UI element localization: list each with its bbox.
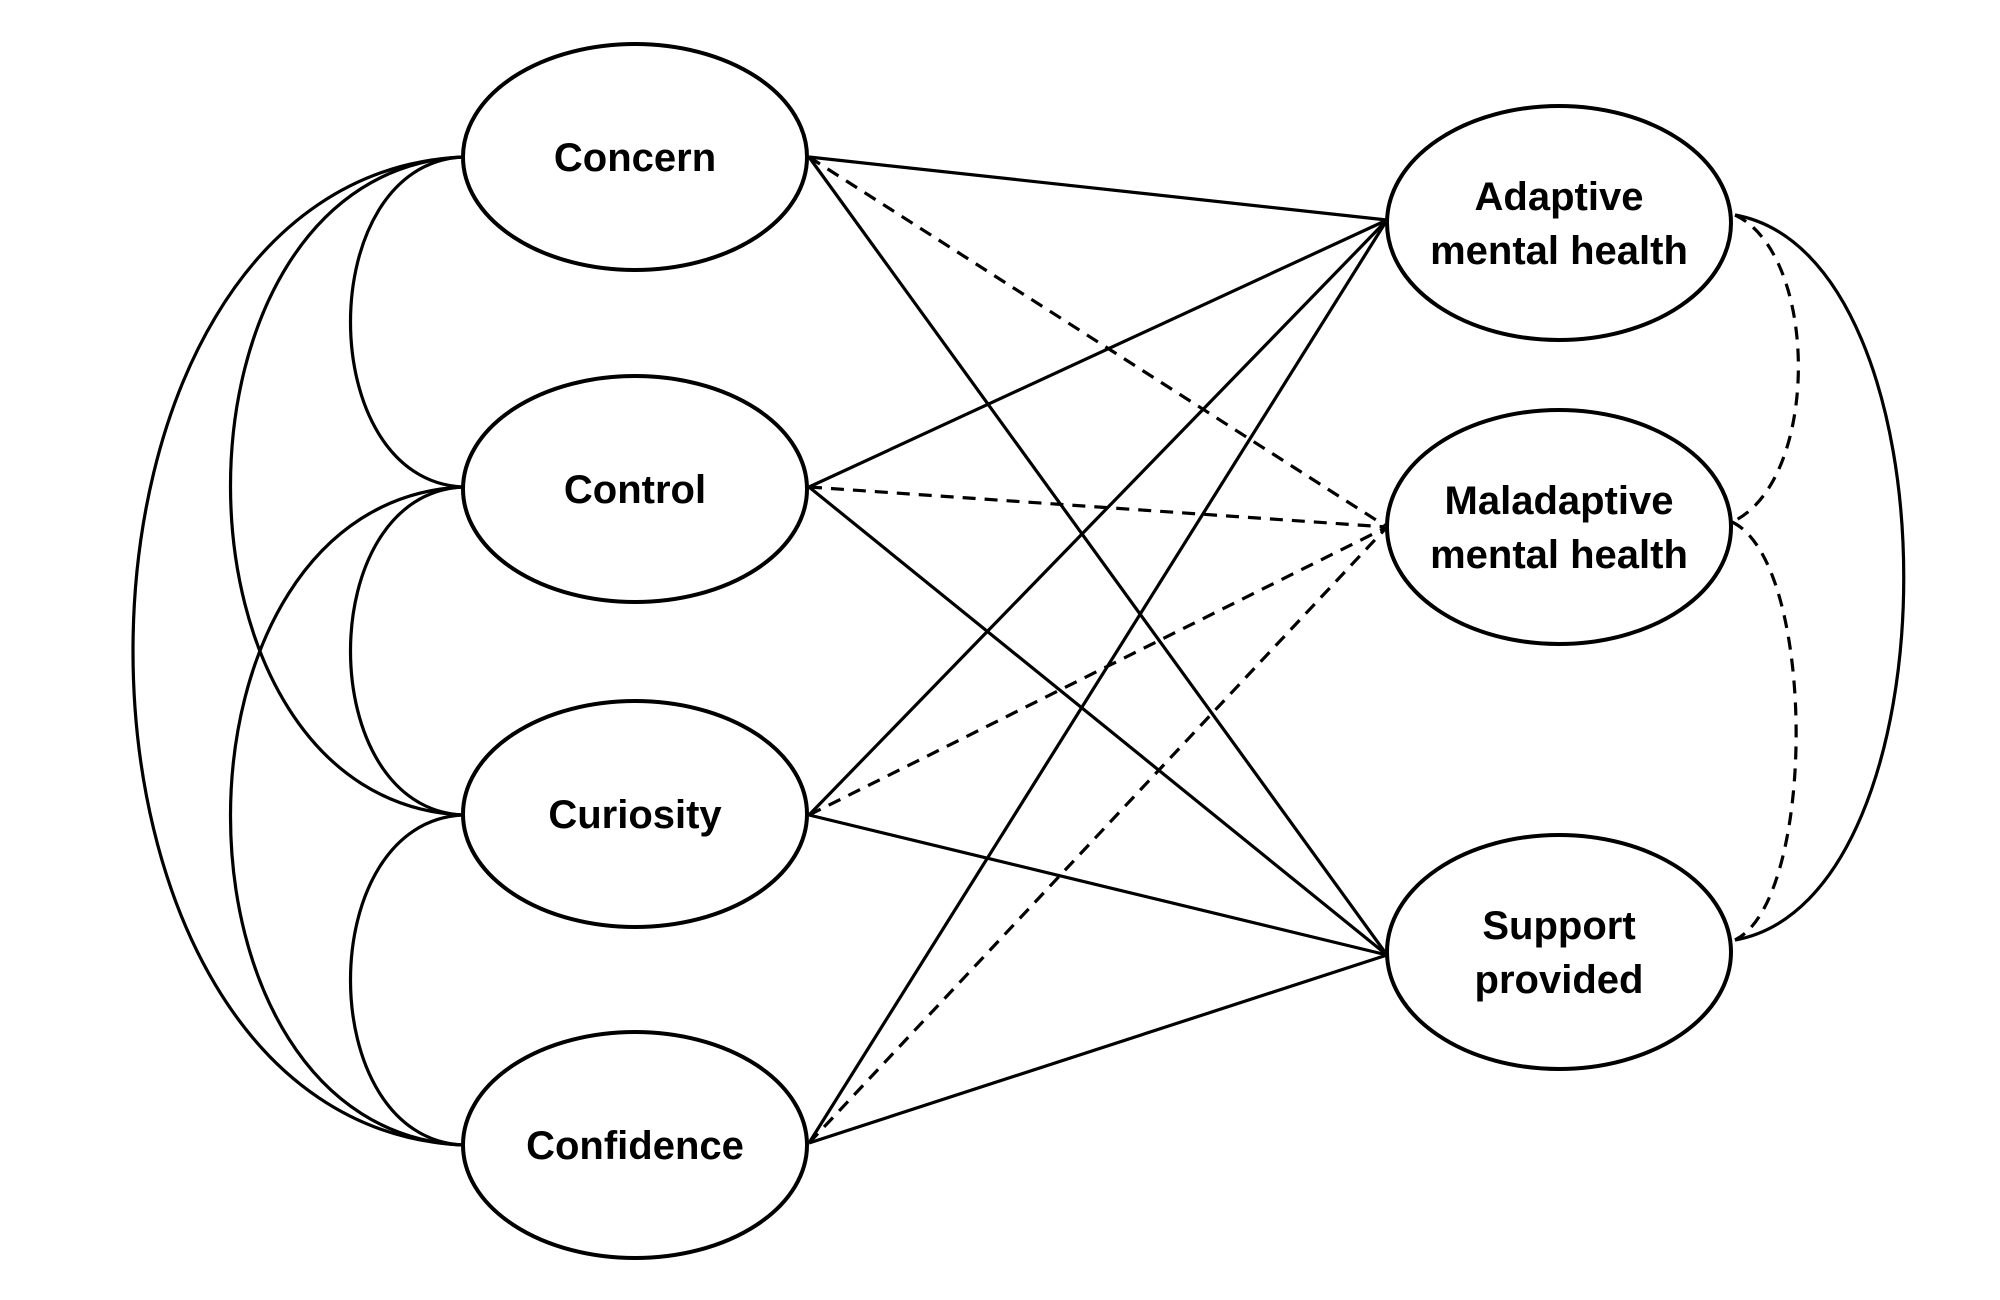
node-control-ellipse	[461, 374, 809, 604]
node-concern-ellipse	[461, 42, 809, 272]
covariance-control-curiosity	[349, 485, 464, 817]
node-maladaptive-ellipse	[1385, 408, 1733, 646]
path-confidence-to-support	[808, 953, 1388, 1145]
node-control-label-line-1: Control	[564, 468, 706, 512]
node-maladaptive: Maladaptive mental health	[1385, 408, 1733, 646]
outcome-covariance-layer	[1731, 213, 1906, 942]
node-maladaptive-label-line-1: Maladaptive	[1445, 479, 1674, 523]
path-control-to-adaptive	[808, 218, 1388, 489]
path-confidence-to-adaptive	[807, 219, 1389, 1144]
node-support: Support provided	[1385, 833, 1733, 1071]
covariance-concern-confidence	[131, 155, 464, 1147]
node-support-label-line-1: Support	[1482, 904, 1635, 948]
path-control-to-maladaptive	[808, 485, 1388, 529]
regression-path-layer	[807, 155, 1389, 1145]
path-curiosity-to-adaptive	[807, 218, 1389, 817]
node-concern-label-line-1: Concern	[554, 136, 716, 180]
node-adaptive-ellipse	[1385, 104, 1733, 342]
node-curiosity: Curiosity	[461, 699, 809, 929]
node-curiosity-label-line-1: Curiosity	[548, 793, 722, 837]
path-confidence-to-maladaptive	[807, 525, 1389, 1145]
covariance-adaptive-maladaptive	[1731, 213, 1800, 524]
predictor-covariance-layer	[131, 155, 464, 1147]
node-support-label-line-2: provided	[1475, 958, 1644, 1002]
covariance-concern-curiosity	[228, 155, 464, 817]
path-curiosity-to-support	[808, 813, 1388, 957]
path-concern-to-support	[807, 156, 1389, 956]
node-adaptive-label-line-1: Adaptive	[1475, 175, 1644, 219]
path-control-to-support	[807, 485, 1389, 957]
covariance-control-confidence	[228, 485, 464, 1147]
path-concern-to-maladaptive	[808, 155, 1388, 529]
covariance-maladaptive-support	[1731, 520, 1798, 942]
node-support-ellipse	[1385, 833, 1733, 1071]
node-concern: Concern	[461, 42, 809, 272]
node-confidence-ellipse	[461, 1030, 809, 1260]
path-concern-to-adaptive	[808, 155, 1388, 222]
node-adaptive-label-line-2: mental health	[1430, 229, 1688, 273]
node-curiosity-ellipse	[461, 699, 809, 929]
node-maladaptive-label-line-2: mental health	[1430, 533, 1688, 577]
node-adaptive: Adaptive mental health	[1385, 104, 1733, 342]
path-curiosity-to-maladaptive	[808, 525, 1388, 817]
covariance-adaptive-support	[1734, 213, 1906, 942]
node-confidence-label-line-1: Confidence	[526, 1124, 744, 1168]
node-confidence: Confidence	[461, 1030, 809, 1260]
node-control: Control	[461, 374, 809, 604]
covariance-curiosity-confidence	[349, 813, 464, 1147]
covariance-concern-control	[349, 155, 464, 489]
